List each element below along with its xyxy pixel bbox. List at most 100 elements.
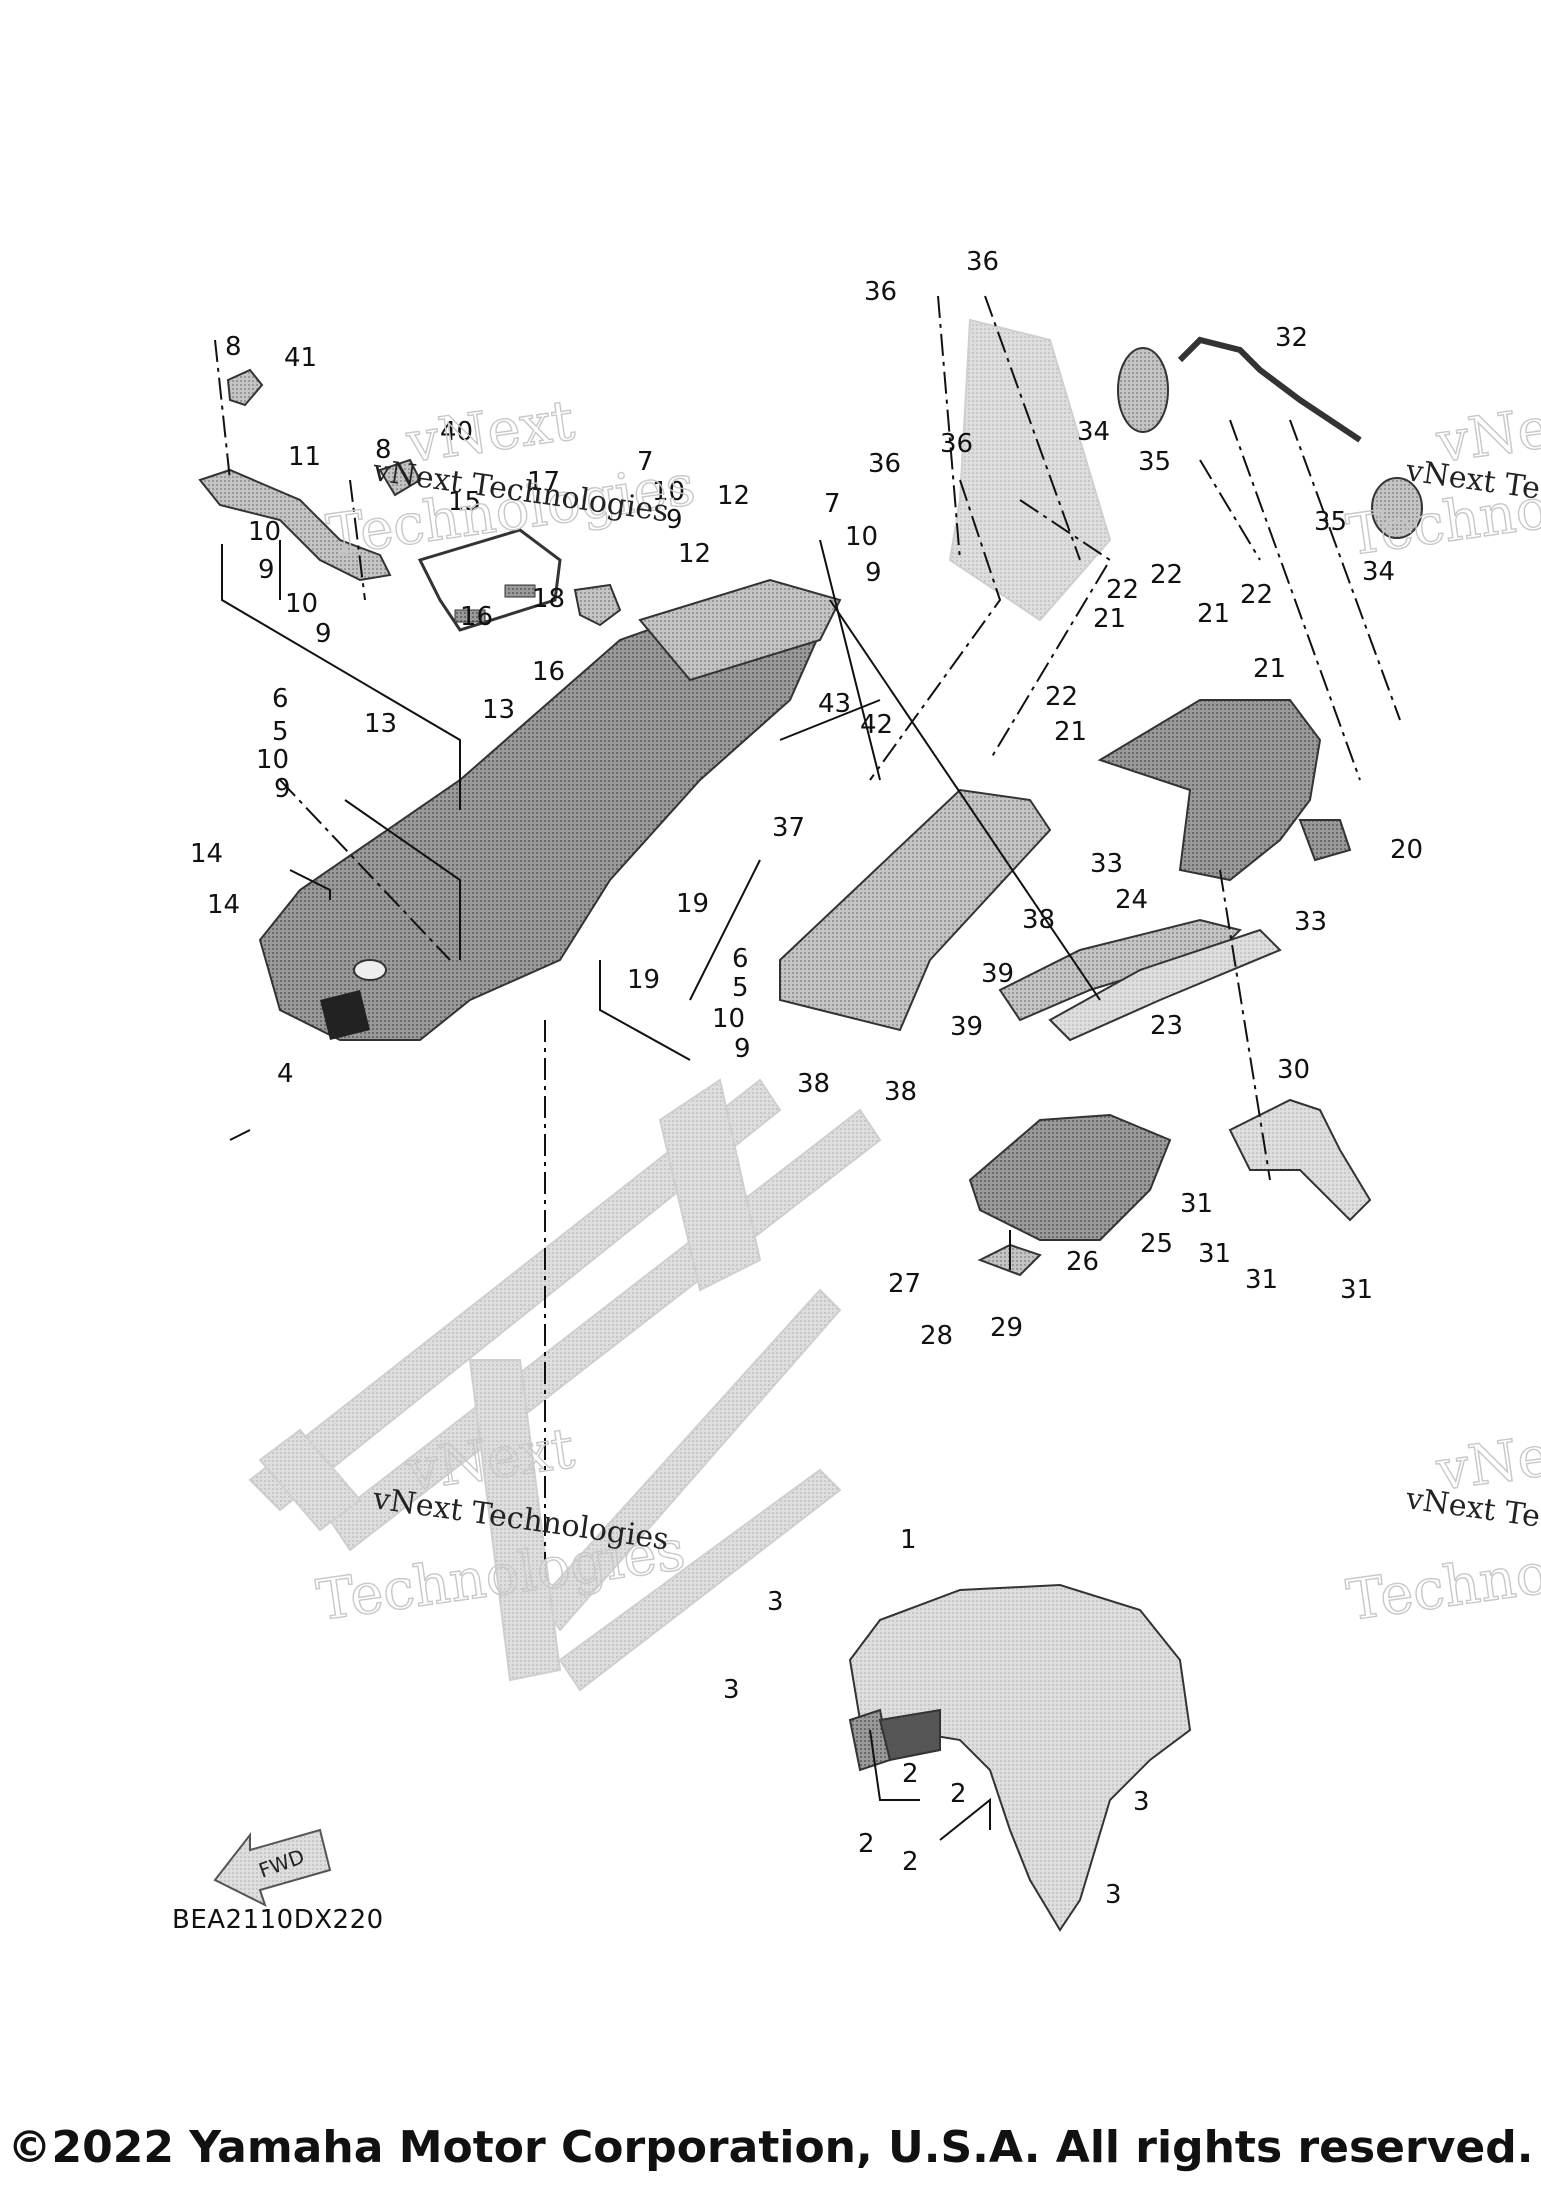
callout: 40 xyxy=(440,417,473,447)
diagram-code: BEA2110DX220 xyxy=(172,1905,384,1935)
part-41 xyxy=(226,368,264,407)
callout: 39 xyxy=(981,959,1014,989)
watermark: vNext Technologies vNext Technologies vN… xyxy=(312,387,1541,1634)
callout: 33 xyxy=(1294,907,1327,937)
callout: 36 xyxy=(966,247,999,277)
callout: 25 xyxy=(1140,1229,1173,1259)
rear-fender-tray xyxy=(258,578,842,1041)
callout: 12 xyxy=(717,481,750,511)
copyright-notice: ©2022 Yamaha Motor Corporation, U.S.A. A… xyxy=(7,2122,1534,2173)
callout: 22 xyxy=(1106,575,1139,605)
callout: 38 xyxy=(797,1069,830,1099)
callout: 19 xyxy=(676,889,709,919)
callout: 4 xyxy=(277,1059,294,1089)
callout: 21 xyxy=(1054,717,1087,747)
callout: 19 xyxy=(627,965,660,995)
callout: 20 xyxy=(1390,835,1423,865)
grab-bar-32 xyxy=(1177,336,1362,443)
callout-labels: 36 36 32 8 41 34 35 40 8 11 36 36 35 34 … xyxy=(190,247,1423,1910)
ghost-frame xyxy=(248,1078,882,1692)
callout: 21 xyxy=(1197,599,1230,629)
callout: 7 xyxy=(637,447,654,477)
callout: 21 xyxy=(1093,604,1126,634)
callout: 13 xyxy=(482,695,515,725)
callout: 10 xyxy=(652,477,685,507)
callout: 22 xyxy=(1240,580,1273,610)
callout: 5 xyxy=(732,973,749,1003)
callout: 38 xyxy=(884,1077,917,1107)
callout: 13 xyxy=(364,709,397,739)
callout: 31 xyxy=(1245,1265,1278,1295)
cap-34a xyxy=(1117,347,1169,433)
callout: 6 xyxy=(272,684,289,714)
callout: 31 xyxy=(1180,1189,1213,1219)
bracket-15 xyxy=(417,528,562,632)
callout: 18 xyxy=(532,584,565,614)
callout: 39 xyxy=(950,1012,983,1042)
callout: 2 xyxy=(858,1829,875,1859)
callout: 34 xyxy=(1362,557,1395,587)
callout: 10 xyxy=(248,517,281,547)
callout: 1 xyxy=(900,1525,917,1555)
callout: 10 xyxy=(256,745,289,775)
callout: 3 xyxy=(1133,1787,1150,1817)
callout: 14 xyxy=(207,890,240,920)
callout: 3 xyxy=(767,1587,784,1617)
callout: 30 xyxy=(1277,1055,1310,1085)
part-18 xyxy=(573,583,622,627)
callout: 11 xyxy=(288,442,321,472)
part-16b xyxy=(504,584,536,598)
part-16a xyxy=(454,609,486,623)
part-23 xyxy=(1048,928,1282,1042)
mudguard-25 xyxy=(968,1113,1172,1241)
callout: 8 xyxy=(375,435,392,465)
callout: 34 xyxy=(1077,417,1110,447)
callout: 36 xyxy=(864,277,897,307)
callout: 2 xyxy=(950,1779,967,1809)
callout: 26 xyxy=(1066,1247,1099,1277)
callout: 28 xyxy=(920,1321,953,1351)
callout: 36 xyxy=(868,449,901,479)
callout: 5 xyxy=(272,717,289,747)
callout: 2 xyxy=(902,1847,919,1877)
callout: 3 xyxy=(723,1675,740,1705)
callout: 43 xyxy=(818,689,851,719)
front-fender-1 xyxy=(848,1583,1192,1932)
bracket-11 xyxy=(198,468,392,582)
callout: 7 xyxy=(824,489,841,519)
callout: 32 xyxy=(1275,323,1308,353)
callout: 22 xyxy=(1150,560,1183,590)
callout: 37 xyxy=(772,813,805,843)
tail-cover-20 xyxy=(1097,699,1322,882)
callout: 38 xyxy=(1022,905,1055,935)
callout: 10 xyxy=(285,589,318,619)
callout: 9 xyxy=(274,774,291,804)
callout: 16 xyxy=(460,602,493,632)
fender-stay-dark xyxy=(878,1708,941,1762)
plate-37 xyxy=(779,788,1052,1032)
callout: 31 xyxy=(1340,1275,1373,1305)
callout: 10 xyxy=(845,522,878,552)
part-33 xyxy=(1298,819,1352,862)
callout: 29 xyxy=(990,1313,1023,1343)
callout: 9 xyxy=(865,558,882,588)
callout: 35 xyxy=(1314,507,1347,537)
watermark-big: Techno xyxy=(1343,1541,1541,1634)
callout: 2 xyxy=(902,1759,919,1789)
callout: 17 xyxy=(527,467,560,497)
callout: 9 xyxy=(315,619,332,649)
callout: 22 xyxy=(1045,682,1078,712)
cap-34b xyxy=(1371,477,1423,539)
callout: 42 xyxy=(860,710,893,740)
callout: 14 xyxy=(190,839,223,869)
part-40 xyxy=(378,458,422,497)
callout: 6 xyxy=(732,944,749,974)
callout: 24 xyxy=(1115,885,1148,915)
fwd-arrow: FWD xyxy=(213,1828,332,1907)
callout: 8 xyxy=(225,332,242,362)
callout: 9 xyxy=(734,1034,751,1064)
callout: 15 xyxy=(448,487,481,517)
callout: 36 xyxy=(940,429,973,459)
callout: 41 xyxy=(284,343,317,373)
